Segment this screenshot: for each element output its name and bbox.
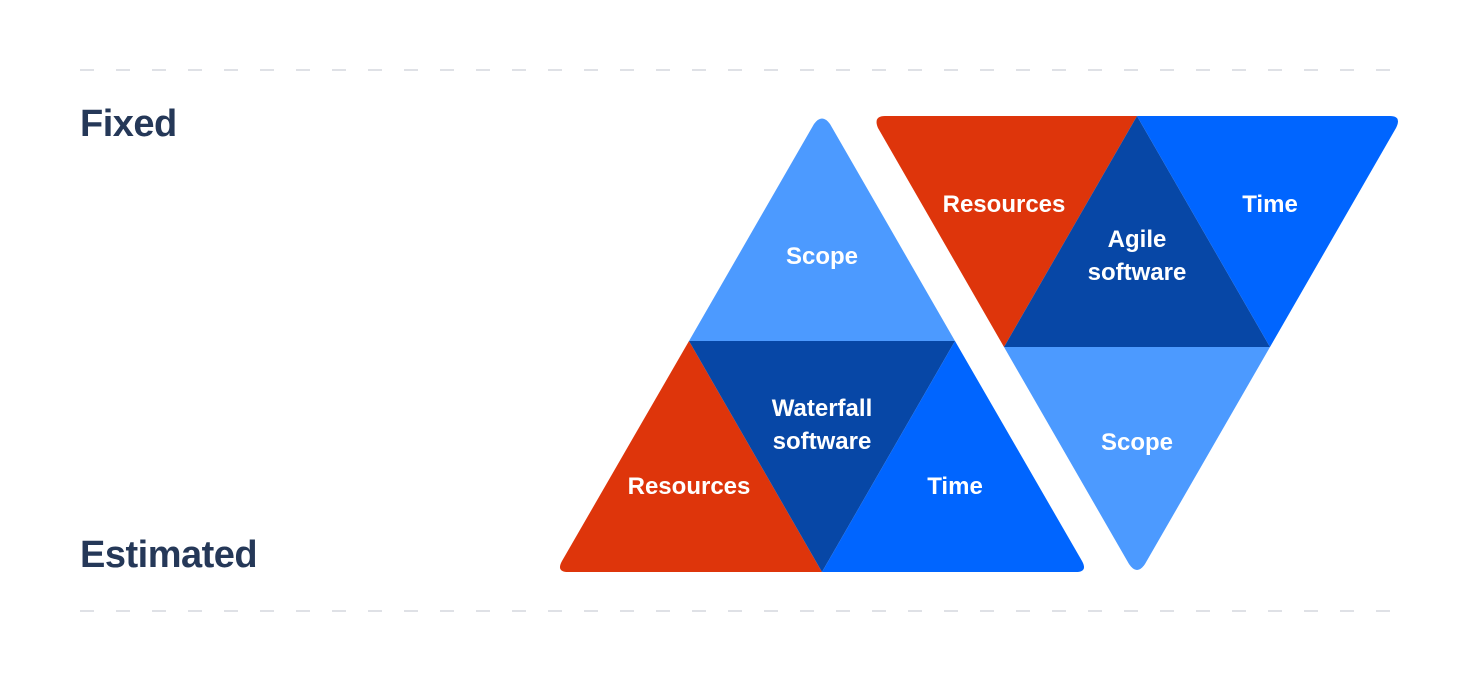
agile-triangle: Resources Agile software Time Scope xyxy=(876,116,1398,570)
fixed-row-label: Fixed xyxy=(80,103,177,145)
waterfall-center-label-line1: Waterfall xyxy=(772,395,872,422)
agile-center-label-line1: Agile xyxy=(1108,226,1167,253)
waterfall-scope-segment xyxy=(689,118,955,341)
waterfall-resources-label: Resources xyxy=(628,473,751,500)
agile-scope-segment xyxy=(1004,347,1270,570)
waterfall-time-label: Time xyxy=(927,473,983,500)
agile-time-segment xyxy=(1137,116,1398,347)
agile-center-label-line2: software xyxy=(1088,259,1187,286)
agile-resources-segment xyxy=(876,116,1137,347)
agile-time-label: Time xyxy=(1242,191,1298,218)
waterfall-resources-segment xyxy=(560,341,822,572)
agile-center-segment xyxy=(1004,116,1270,347)
waterfall-time-segment xyxy=(822,341,1084,572)
waterfall-scope-label: Scope xyxy=(786,243,858,270)
waterfall-center-label-line2: software xyxy=(773,428,872,455)
agile-resources-label: Resources xyxy=(943,191,1066,218)
agile-scope-label: Scope xyxy=(1101,429,1173,456)
waterfall-triangle: Scope Waterfall software Resources Time xyxy=(560,118,1084,572)
estimated-row-label: Estimated xyxy=(80,534,258,576)
waterfall-center-segment xyxy=(689,341,955,572)
